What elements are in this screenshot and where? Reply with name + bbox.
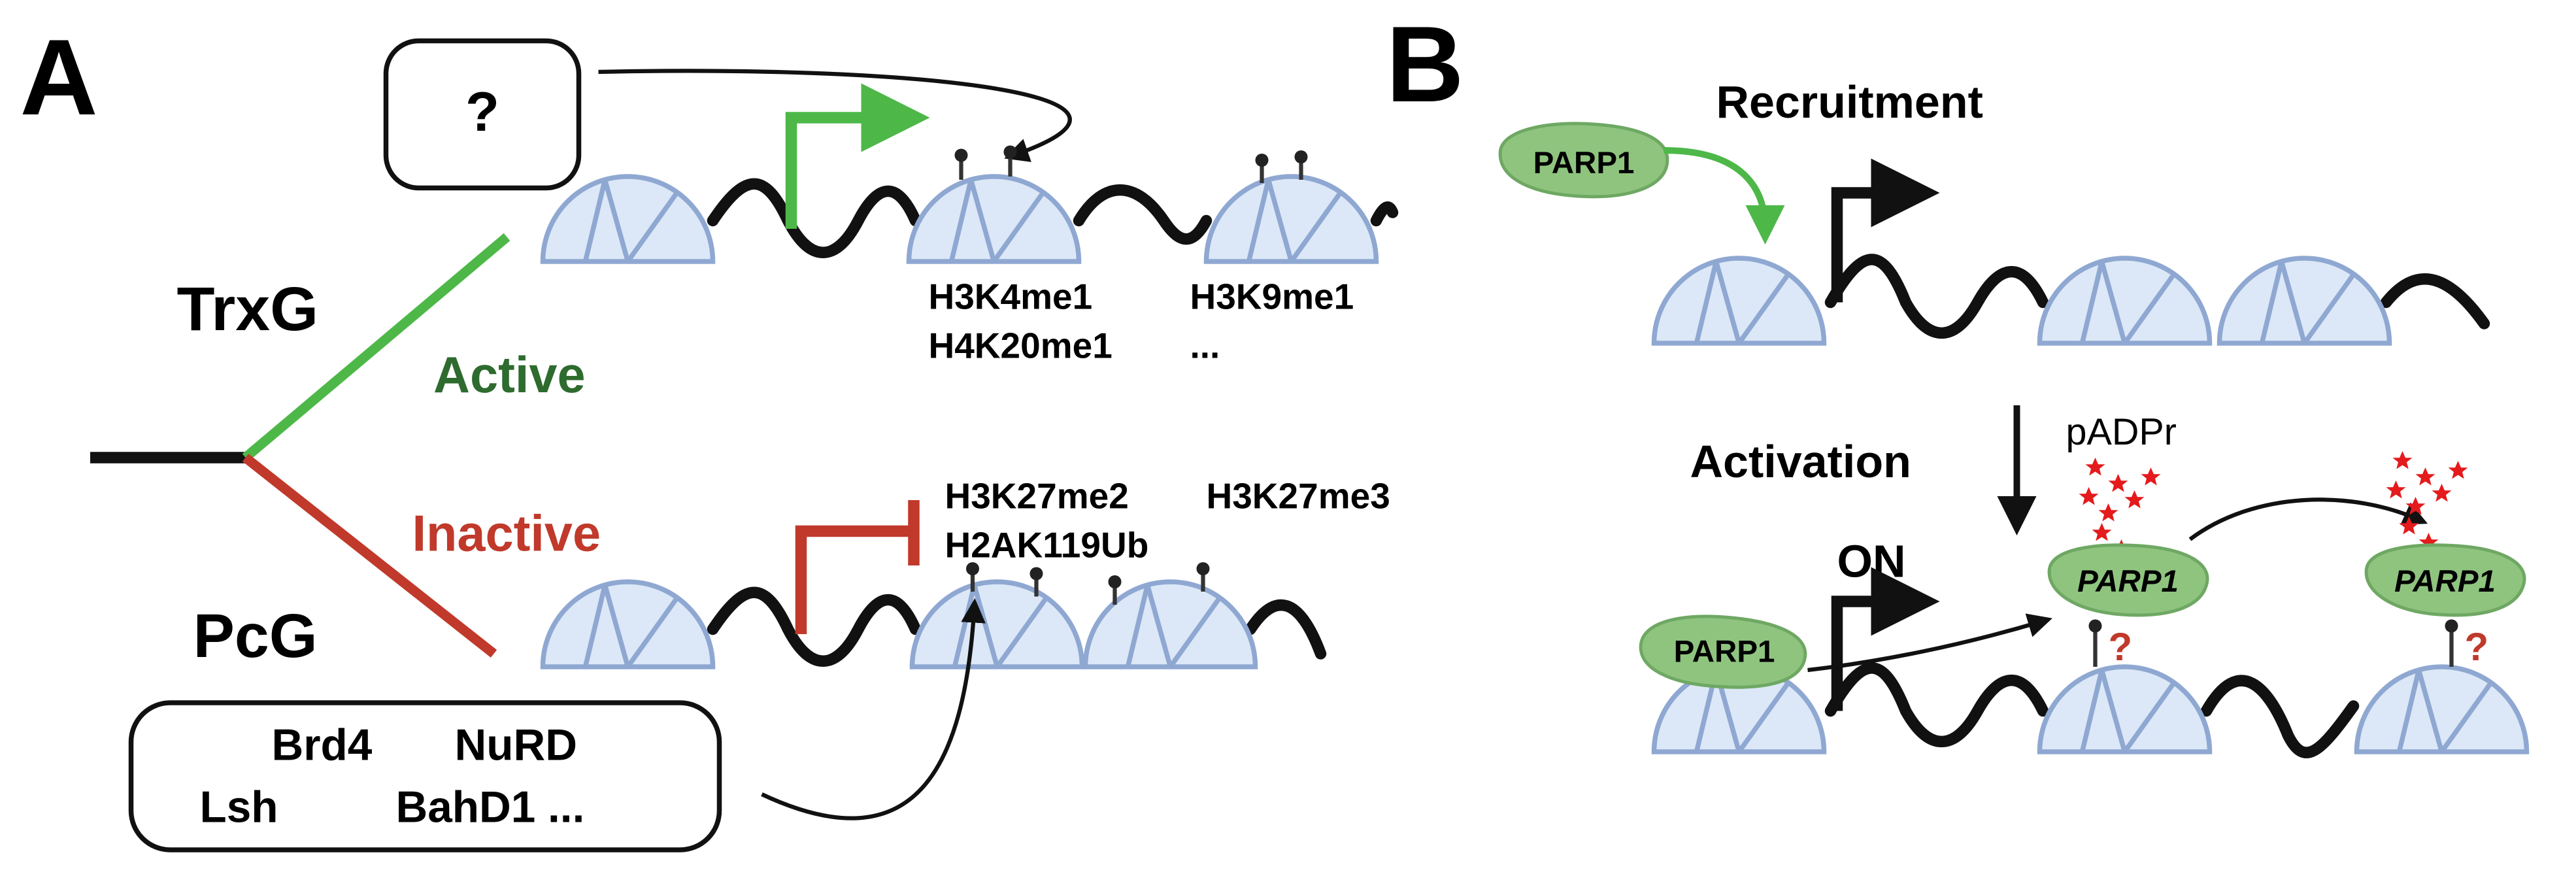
active-mark-3: H4K20me1 [929,326,1112,366]
question-box-text: ? [465,81,499,143]
inactive-dna [707,586,1327,667]
nucleosome [2220,258,2390,343]
top-promoter-arrow [1831,158,1940,303]
inactive-label: Inactive [412,506,601,562]
inactive-branch [242,454,497,658]
question-arrow [598,69,1072,162]
nucleosome [912,582,1082,667]
recruitment-label: Recruitment [1716,76,1983,127]
parp1-label: PARP1 [2394,564,2496,599]
histone-marks [966,562,1210,605]
padpr-label: pADPr [2066,411,2177,453]
inactive-mark-2: H3K27me3 [1207,476,1390,516]
factor-bahd1: BahD1 ... [396,783,585,832]
padpr-chain [2386,451,2468,551]
panel-b-label: B [1386,4,1464,124]
on-label: ON [1837,536,1906,587]
recruitment-arrow [1664,147,1785,244]
nucleosome [1654,258,1824,343]
active-promoter-arrow [785,83,930,229]
bottom-promoter-arrow [1831,567,1940,711]
nucleosome [2357,667,2527,752]
parp1-label: PARP1 [2077,564,2179,599]
nucleosome [543,582,713,667]
trxg-label: TrxG [177,275,319,344]
inactive-mark-3: H2AK119Ub [945,525,1149,565]
active-mark-2: H3K9me1 [1190,277,1354,317]
repressed-promoter [795,525,912,634]
question-mark: ? [2465,625,2489,669]
histone-mark [2088,619,2102,633]
nucleosome [2040,667,2210,752]
activation-label: Activation [1690,436,1911,487]
nucleosome [2040,258,2210,343]
bottom-dna [1824,662,2360,758]
panel-a-label: A [20,17,98,137]
histone-mark [2445,619,2458,633]
parp1-blob [1498,122,1669,199]
padpr-chain [2079,458,2161,558]
active-mark-1: H3K4me1 [929,277,1093,317]
nucleosome [1086,582,1256,667]
active-branch [242,233,510,462]
parp1-blob [2047,543,2209,617]
factor-nurd: NuRD [455,721,577,770]
transfer-arrow [2188,497,2428,541]
active-label: Active [433,347,586,403]
parp1-label: PARP1 [1533,146,1635,180]
nucleosome [909,177,1079,261]
question-mark: ? [2109,625,2133,669]
factor-lsh: Lsh [200,783,278,832]
question-box [383,38,582,191]
active-dna [707,178,1399,258]
parp1-blob [2364,543,2526,617]
active-mark-4: ... [1190,326,1220,366]
top-dna [1824,254,2490,339]
parp1-blob [1639,615,1807,689]
transfer-arrow [1807,613,2052,673]
factors-arrow [761,598,986,820]
factor-brd4: Brd4 [272,721,373,770]
inactive-mark-1: H3K27me2 [945,476,1129,516]
factors-box [128,700,722,852]
nucleosome [543,177,713,261]
pcg-label: PcG [193,601,318,671]
nucleosome [1207,177,1377,261]
histone-marks [954,145,1308,183]
parp1-label: PARP1 [1674,635,1775,669]
